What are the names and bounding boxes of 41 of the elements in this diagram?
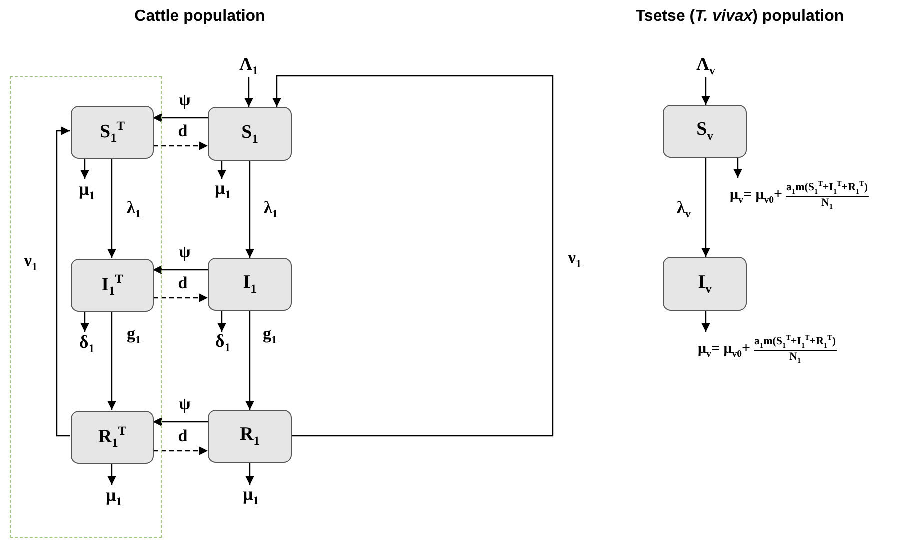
rate-label: μ$_{1}$ — [237, 485, 265, 507]
edge-label: λ$_{v}$ — [675, 199, 693, 221]
compartment-box: R$_{1}$ — [208, 410, 292, 463]
arrow — [246, 463, 254, 485]
rate-label: μ$_{1}$ — [100, 486, 128, 508]
arrow — [246, 311, 254, 410]
arrow — [80, 311, 90, 332]
arrow — [702, 77, 710, 105]
dashed-arrow — [153, 294, 208, 302]
section-heading: Tsetse (T. vivax) population — [636, 8, 844, 26]
arrow — [246, 161, 254, 258]
arrow — [153, 114, 208, 122]
compartment-box: I$_{v}$ — [663, 257, 747, 311]
rate-label: δ$_{1}$ — [73, 333, 101, 355]
arrow — [734, 158, 742, 178]
compartment-box: S$_{v}$ — [663, 105, 747, 158]
rate-label: μ$_{1}$ — [73, 180, 101, 202]
arrow — [108, 311, 116, 410]
arrow — [702, 311, 710, 332]
dashed-group-box — [10, 76, 162, 538]
rate-label: δ$_{1}$ — [209, 332, 237, 354]
rate-label: Λ$_{v}$ — [694, 54, 718, 77]
arrow — [272, 75, 554, 437]
section-heading: Cattle population — [134, 8, 266, 26]
arrow — [702, 158, 710, 257]
rate-label: μ$_{1}$ — [209, 179, 237, 201]
arrow — [153, 266, 208, 274]
arrow — [218, 161, 226, 179]
arrow — [244, 77, 254, 107]
dashed-arrow — [153, 142, 208, 150]
rate-formula: μ$_{v}$= μ$_{v0}$+ a$_{1}$m(S$_{1}$$^{T}$+I$_{1}$$^{T}$+R$_{1}$$^{T}$) N$_{1}$ — [698, 332, 863, 368]
compartment-box: I$_{1}$ — [208, 258, 292, 311]
arrow — [218, 311, 226, 332]
arrow — [108, 158, 116, 258]
arrow — [108, 463, 116, 485]
dashed-arrow — [153, 446, 208, 456]
arrow — [56, 126, 70, 437]
rate-label: Λ$_{1}$ — [237, 54, 261, 77]
arrow — [80, 158, 90, 179]
rate-formula: μ$_{v}$= μ$_{v0}$+ a$_{1}$m(S$_{1}$$^{T}$+I$_{1}$$^{T}$+R$_{1}$$^{T}$) N$_{1}$ — [730, 178, 895, 214]
compartment-box: S$_{1}$ — [208, 107, 292, 161]
